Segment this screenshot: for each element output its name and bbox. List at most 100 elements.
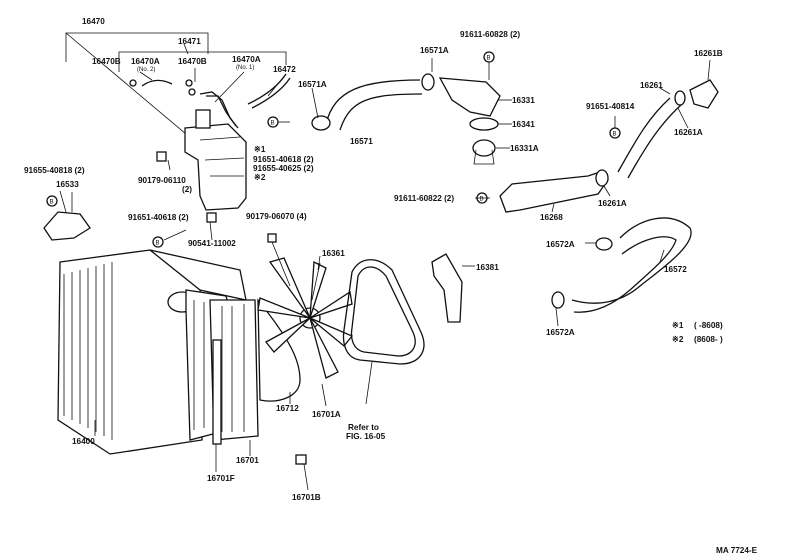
label-90541-11002: 90541-11002 — [188, 239, 236, 248]
label-16261A-upper: 16261A — [674, 128, 703, 137]
legend-mark-1: ※1 — [672, 321, 684, 330]
legend-mark-2: ※2 — [672, 335, 684, 344]
label-16712: 16712 — [276, 404, 299, 413]
clamp-16572A-lower — [551, 291, 565, 309]
lower-hose — [551, 217, 692, 313]
label-91651-40618-b: 91651-40618 (2) — [128, 213, 189, 222]
clamp-16470B-right — [185, 79, 193, 87]
leader-16470 — [65, 32, 206, 151]
hose-16571 — [325, 79, 421, 125]
v-belt — [342, 259, 425, 365]
label-16572A-lower: 16572A — [546, 328, 575, 337]
heater-hose-group — [499, 79, 719, 213]
legend: ※1 ( -8608) ※2 (8608- ) — [672, 321, 723, 344]
mark-1-a: ※1 — [254, 145, 266, 154]
mark-2-a: ※2 — [254, 173, 266, 182]
bolt-marker-4: B — [483, 51, 495, 63]
shroud-16712 — [257, 298, 301, 402]
label-16470A-no1-sub: (No. 1) — [236, 65, 254, 71]
label-91611-60828: 91611-60828 (2) — [460, 30, 520, 39]
label-16471: 16471 — [178, 37, 201, 46]
label-91655-40625: 91655-40625 (2) — [253, 164, 314, 173]
bolt-marker-1: B — [267, 116, 279, 128]
fan-shroud — [209, 298, 301, 445]
bolt-letter: B — [271, 121, 275, 127]
label-16470A-no2: 16470A — [131, 57, 160, 66]
label-90179-06070: 90179-06070 (4) — [246, 212, 307, 221]
label-16571A-upper: 16571A — [420, 46, 449, 55]
label-16470: 16470 — [82, 17, 105, 26]
bracket-16471 — [118, 51, 287, 72]
label-16533: 16533 — [56, 180, 79, 189]
hose-16261 — [617, 97, 671, 173]
label-16572: 16572 — [664, 265, 687, 274]
label-16341: 16341 — [512, 120, 535, 129]
bracket-16470 — [65, 32, 209, 62]
label-90179-06110: 90179-06110 — [138, 176, 186, 185]
label-16470B-left: 16470B — [92, 57, 121, 66]
label-16400: 16400 — [72, 437, 95, 446]
label-16331: 16331 — [512, 96, 535, 105]
bolt-letter: B — [487, 56, 491, 62]
label-91651-40814: 91651-40814 — [586, 102, 635, 111]
reservoir-group — [65, 32, 291, 211]
clamp-16572A-upper — [595, 237, 613, 251]
label-16470A-no2-sub: (No. 2) — [137, 67, 155, 73]
label-16261A-lower: 16261A — [598, 199, 627, 208]
label-16470A-no1: 16470A — [232, 55, 261, 64]
bolt-letter: B — [613, 132, 617, 138]
clamp-16470B-left — [129, 79, 137, 87]
support-16533 — [43, 211, 91, 241]
label-16571A-lower: 16571A — [298, 80, 327, 89]
label-16261B: 16261B — [694, 49, 723, 58]
label-16331A: 16331A — [510, 144, 539, 153]
label-16572A-upper: 16572A — [546, 240, 575, 249]
bolt-letter: B — [480, 197, 484, 203]
bolt-letter: B — [156, 241, 160, 247]
label-16571: 16571 — [350, 137, 373, 146]
label-16361: 16361 — [322, 249, 345, 258]
reservoir-tank — [184, 123, 247, 211]
label-16381: 16381 — [476, 263, 499, 272]
label-90179-06110-qty: (2) — [182, 185, 192, 194]
label-16701: 16701 — [236, 456, 259, 465]
hose-16470A-no2 — [141, 79, 173, 87]
part-labels: 16470 16471 16470B 16470A (No. 2) 16470B… — [24, 17, 723, 502]
nut-90179-06110 — [156, 151, 167, 162]
gasket-16341 — [469, 117, 499, 131]
clamp-16261A-lower — [595, 169, 609, 187]
upper-hose — [311, 73, 501, 165]
nut-90541-11002 — [206, 212, 217, 223]
label-16472: 16472 — [273, 65, 296, 74]
diagram-code: MA 7724-E — [716, 546, 758, 555]
fasteners: B B B B B B — [46, 51, 621, 465]
label-16261: 16261 — [640, 81, 663, 90]
fan-16361 — [257, 257, 354, 379]
label-91651-40618-a: 91651-40618 (2) — [253, 155, 314, 164]
clamp-16571A-lower — [311, 115, 331, 131]
reservoir-cap — [195, 109, 211, 129]
label-16701A: 16701A — [312, 410, 341, 419]
label-16701F: 16701F — [207, 474, 235, 483]
bracket-16381 — [431, 253, 463, 323]
bolt-marker-3: B — [152, 236, 164, 248]
label-91655-40818: 91655-40818 (2) — [24, 166, 85, 175]
label-16268: 16268 — [540, 213, 563, 222]
hose-16572 — [571, 217, 692, 304]
cushion-16701B — [295, 454, 307, 465]
clamp-16261A-upper — [674, 90, 686, 106]
label-16701B: 16701B — [292, 493, 321, 502]
bolt-marker-2: B — [46, 195, 58, 207]
bolt-letter: B — [50, 200, 54, 206]
label-91611-60822: 91611-60822 (2) — [394, 194, 454, 203]
pipe-16268 — [499, 171, 609, 213]
seal-16701F — [212, 339, 222, 445]
thermostat-16331A — [472, 139, 496, 157]
water-outlet-16331 — [438, 77, 501, 117]
clamp-16571A-upper — [421, 73, 435, 91]
label-16470B-right: 16470B — [178, 57, 207, 66]
legend-range-2: (8608- ) — [694, 335, 723, 344]
label-fig-ref: FIG. 16-05 — [346, 432, 386, 441]
leader-lines — [71, 43, 711, 491]
